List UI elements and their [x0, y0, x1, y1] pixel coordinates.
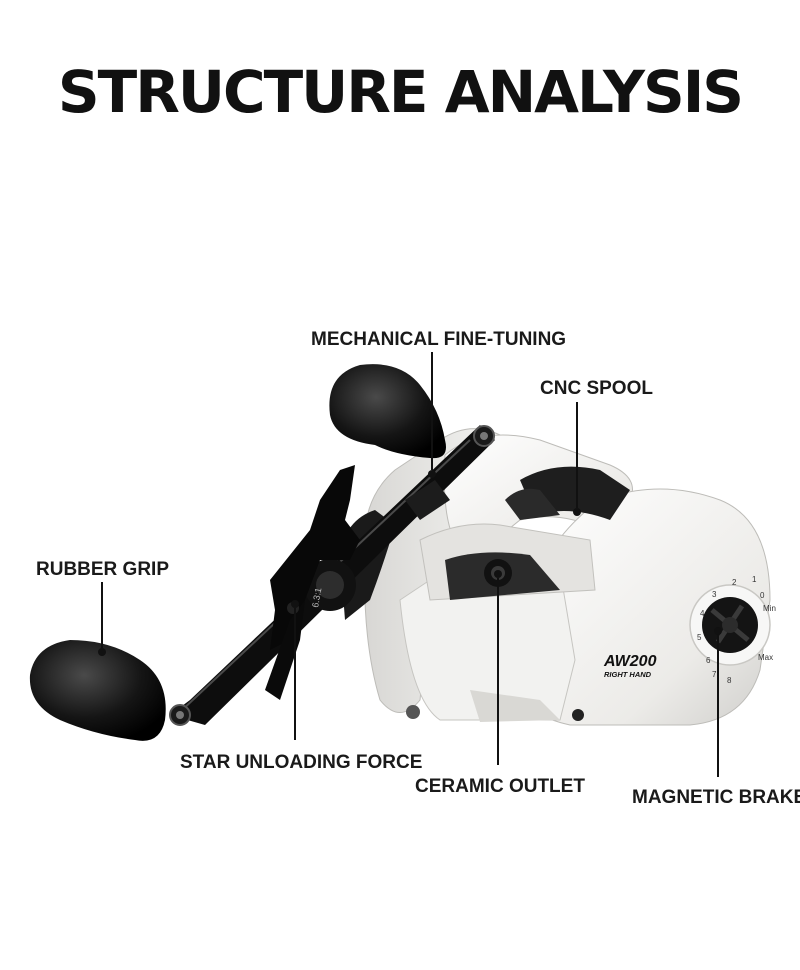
callout-dots — [98, 470, 722, 656]
dial-mark: 7 — [712, 670, 717, 679]
dial-mark: 6 — [706, 656, 711, 665]
lower-handle-knob — [29, 640, 166, 741]
label-ceramic-outlet: CERAMIC OUTLET — [415, 776, 585, 797]
dial-min: Min — [763, 604, 776, 613]
dial-mark: 0 — [760, 591, 765, 600]
dial-mark: 8 — [727, 676, 732, 685]
gear-ratio-label: 6.3:1 — [310, 587, 323, 608]
label-cnc-spool: CNC SPOOL — [540, 378, 653, 399]
upper-handle-knob — [329, 364, 446, 459]
callout-lines — [101, 352, 719, 777]
hand-badge: RIGHT HAND — [604, 670, 652, 679]
dial-mark: 5 — [697, 633, 702, 642]
callout-dot — [98, 648, 106, 656]
brake-dial-markings: 6 5 4 3 2 1 0 8 7 Min Max — [697, 575, 776, 685]
callout-dot — [714, 627, 722, 635]
label-star-unloading-force: STAR UNLOADING FORCE — [180, 752, 423, 773]
dial-mark: 4 — [700, 609, 705, 618]
label-mechanical-fine-tuning: MECHANICAL FINE-TUNING — [311, 329, 567, 350]
dial-mark: 2 — [732, 578, 737, 587]
reel-body — [363, 428, 771, 726]
dial-mark: 1 — [752, 575, 757, 584]
model-badge: AW200 — [603, 653, 657, 670]
callout-dot — [573, 508, 581, 516]
label-rubber-grip: RUBBER GRIP — [36, 559, 170, 580]
callout-dot — [291, 600, 299, 608]
callout-dot — [494, 570, 502, 578]
callout-dot — [428, 470, 436, 478]
dial-mark: 3 — [712, 590, 717, 599]
label-magnetic-brake: MAGNETIC BRAKE — [632, 787, 800, 808]
page-title: STRUCTURE ANALYSIS — [57, 58, 744, 126]
dial-max: Max — [758, 653, 773, 662]
